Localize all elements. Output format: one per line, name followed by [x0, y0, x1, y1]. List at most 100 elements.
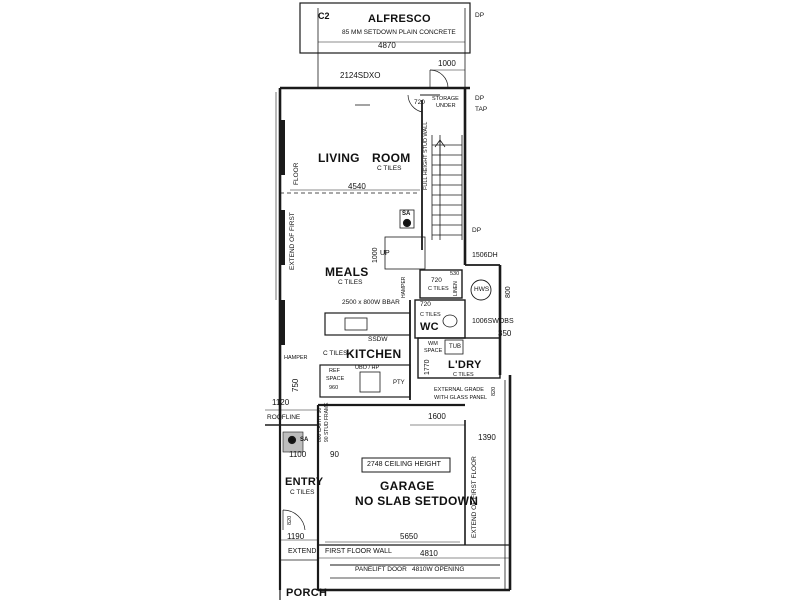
extend-first-label: EXTEND OF FIRST: [289, 212, 296, 270]
island-sink: [344, 317, 368, 331]
first-floor-wall-label: FIRST FLOOR WALL: [325, 548, 392, 555]
wc-name: WC: [420, 321, 439, 333]
dim-1100: 1100: [289, 450, 307, 459]
toilet: [442, 314, 458, 328]
living-name-1: LIVING: [318, 151, 360, 165]
door-swing-alfresco: [429, 69, 449, 89]
ext-grade-label: EXTERNAL GRADE: [434, 387, 484, 393]
dim-4870: 4870: [378, 41, 396, 50]
stud-wall-label: FULL HEIGHT STUD WALL: [423, 121, 429, 190]
living-floor: C TILES: [377, 165, 402, 172]
dim-530: 530: [450, 271, 460, 277]
ref-960-label: 960: [329, 385, 339, 391]
dim-1006: 1006SWOBS: [472, 318, 514, 325]
roofline-label: ROOFLINE: [267, 414, 301, 421]
stud-frame-label: 90 STUD FRAME: [324, 402, 330, 442]
sa-label-2: SA: [300, 437, 309, 443]
dim-1000a: 1000: [438, 59, 456, 68]
kitchen-floor: C TILES: [323, 350, 348, 357]
garage-name: GARAGE: [380, 479, 435, 493]
under-label: UNDER: [436, 103, 456, 109]
wm-label: WM: [428, 341, 438, 347]
door-swing-storage: [407, 94, 423, 113]
dim-720c: 720: [420, 301, 431, 308]
opening-label: 4810W OPENING: [412, 566, 465, 573]
ssdw-label: SSDW: [368, 336, 388, 343]
dim-2124: 2124SDXO: [340, 71, 381, 80]
ceiling-height-label: 2748 CEILING HEIGHT: [367, 461, 441, 468]
dim-350: 350: [498, 329, 512, 338]
meals-floor: C TILES: [338, 279, 363, 286]
staircase: [431, 135, 463, 240]
laundry-tub: [444, 339, 464, 355]
bar-label: 2500 x 800W BBAR: [342, 299, 400, 306]
wc-floor: C TILES: [420, 312, 441, 318]
stair-landing: [384, 236, 426, 270]
panelift-label: PANELIFT DOOR: [355, 566, 407, 573]
cooktop: [359, 371, 381, 393]
dim-1120: 1120: [272, 398, 290, 407]
linen-floor: C TILES: [428, 286, 449, 292]
linen-label: LINEN: [453, 281, 459, 296]
wm-space-label: SPACE: [424, 348, 443, 354]
dim-4540: 4540: [348, 182, 366, 191]
dp-label-3: DP: [472, 227, 482, 234]
tap-label: TAP: [475, 106, 488, 113]
stair-arrow: [434, 139, 446, 175]
hws-unit: [470, 279, 492, 301]
laundry-outline: [417, 337, 501, 379]
floor-label: FLOOR: [293, 162, 300, 185]
island-bench: [324, 312, 411, 336]
hamper-label-2: HAMPER: [284, 355, 308, 361]
pty-label: PTY: [393, 380, 405, 386]
dim-800: 800: [505, 286, 512, 298]
ext-grade-label-2: WITH GLASS PANEL: [434, 395, 488, 401]
dim-4810: 4810: [420, 549, 438, 558]
entry-name: ENTRY: [285, 476, 324, 488]
ref-label: REF: [329, 368, 340, 374]
dim-1000b: 1000: [372, 247, 379, 263]
living-name-2: ROOM: [372, 151, 411, 165]
ceiling-height-box: [361, 457, 451, 473]
dim-720a: 720: [414, 99, 425, 106]
cavity-label: 800 CAVITY 90: [317, 407, 323, 442]
kitchen-name: KITCHEN: [346, 347, 402, 361]
smoke-alarm-meals: [399, 209, 415, 229]
hws-label: HWS: [474, 286, 490, 293]
porch-name: PORCH: [286, 587, 328, 599]
meals-name: MEALS: [325, 265, 369, 279]
sa-label-1: SA: [402, 211, 411, 217]
dim-90: 90: [330, 450, 339, 459]
smoke-alarm-entry-dot: [287, 435, 297, 445]
dim-820a: 820: [491, 386, 497, 396]
alfresco-name: ALFRESCO: [368, 13, 431, 25]
dim-750: 750: [291, 378, 300, 392]
dim-5650: 5650: [400, 532, 418, 541]
alfresco-outline: [299, 2, 471, 54]
linen-outline: [419, 269, 463, 299]
dim-820b: 820: [287, 515, 293, 525]
extend-label: EXTEND: [288, 548, 317, 555]
storage-label: STORAGE: [432, 96, 459, 102]
alfresco-code: C2: [318, 11, 330, 21]
laundry-name: L'DRY: [448, 359, 482, 371]
dim-1190: 1190: [287, 532, 305, 541]
entry-door-swing: [282, 509, 306, 531]
alfresco-note: 85 MM SETDOWN PLAIN CONCRETE: [342, 29, 456, 36]
hamper-label-1: HAMPER: [401, 276, 407, 298]
smoke-alarm-meals-dot: [402, 218, 412, 228]
tub-label: TUB: [449, 344, 461, 350]
extend-first-floor-label: EXTEND OF FIRST FLOOR: [471, 456, 478, 538]
up-label: UP: [380, 250, 390, 257]
dp-label-2: DP: [475, 95, 485, 102]
dim-1506: 1506DH: [472, 252, 498, 259]
dim-1600: 1600: [428, 412, 446, 421]
dim-720b: 720: [431, 277, 442, 284]
dp-label-1: DP: [475, 12, 485, 19]
garage-setdown: NO SLAB SETDOWN: [355, 494, 479, 508]
dim-1770: 1770: [424, 359, 431, 375]
dim-1390: 1390: [478, 433, 496, 442]
ref-space-label: SPACE: [326, 376, 345, 382]
ubo-hp-label: UBO / HP: [355, 365, 380, 371]
